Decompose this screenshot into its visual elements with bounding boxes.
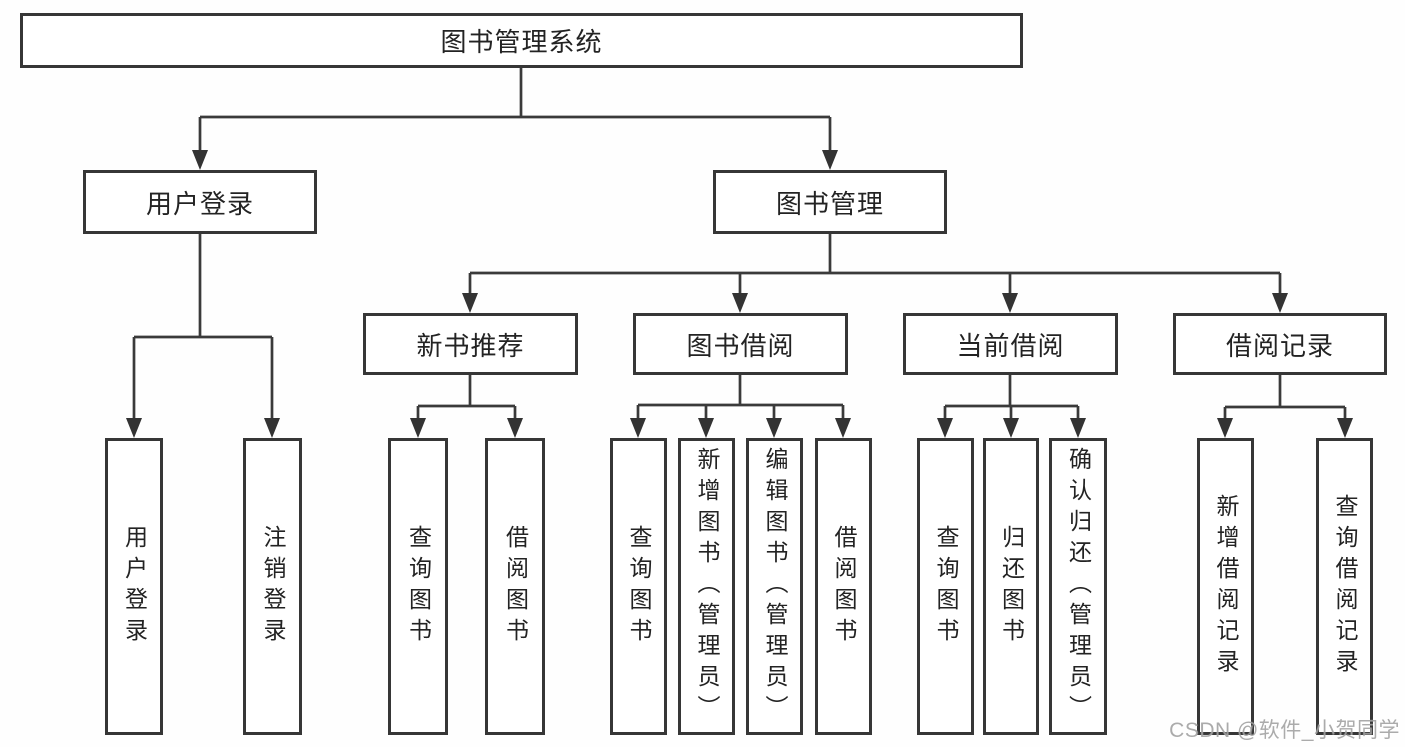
node-label: 新增图书（管理员） — [694, 447, 720, 726]
node-label: 图书管理 — [775, 188, 884, 219]
leaf-edit-books-admin: 编辑图书（管理员） — [746, 438, 803, 735]
arrowheads — [126, 150, 1353, 438]
arrowhead — [1070, 418, 1086, 438]
node-label: 图书管理系统 — [440, 27, 603, 57]
arrowhead — [698, 418, 714, 438]
node-new-book-recommend: 新书推荐 — [363, 313, 578, 375]
node-current-borrowing: 当前借阅 — [903, 313, 1118, 375]
leaf-confirm-return-admin: 确认归还（管理员） — [1049, 438, 1107, 735]
node-label: 新书推荐 — [416, 330, 525, 361]
arrowhead — [822, 150, 838, 170]
node-label: 查询借阅记录 — [1332, 493, 1358, 680]
arrowhead — [507, 418, 523, 438]
node-label: 用户登录 — [145, 188, 254, 219]
node-book-borrowing: 图书借阅 — [633, 313, 848, 375]
arrowhead — [835, 418, 851, 438]
node-label: 查询图书 — [933, 524, 959, 649]
node-root-library-management-system: 图书管理系统 — [20, 13, 1023, 68]
leaf-borrow-books-recommend: 借阅图书 — [485, 438, 545, 735]
node-borrowing-records: 借阅记录 — [1173, 313, 1387, 375]
leaf-user-login: 用户登录 — [105, 438, 163, 735]
node-label: 查询图书 — [626, 524, 652, 649]
node-label: 借阅图书 — [502, 524, 529, 649]
node-label: 用户登录 — [121, 524, 148, 649]
leaf-add-borrow-record: 新增借阅记录 — [1197, 438, 1254, 735]
arrowhead — [937, 418, 953, 438]
arrowhead — [126, 418, 142, 438]
arrowhead — [1002, 293, 1018, 313]
arrowhead — [1003, 418, 1019, 438]
node-label: 新增借阅记录 — [1213, 493, 1239, 680]
arrowhead — [630, 418, 646, 438]
node-label: 归还图书 — [998, 524, 1025, 649]
leaf-query-books-recommend: 查询图书 — [388, 438, 448, 735]
leaf-query-borrow-record: 查询借阅记录 — [1316, 438, 1373, 735]
node-label: 注销登录 — [260, 524, 286, 649]
node-user-login-branch: 用户登录 — [83, 170, 317, 234]
arrowhead — [462, 293, 478, 313]
node-label: 图书借阅 — [686, 330, 795, 361]
csdn-watermark: CSDN @软件_小贺同学 — [1169, 719, 1400, 742]
arrowhead — [766, 418, 782, 438]
arrowhead — [410, 418, 426, 438]
node-book-management-branch: 图书管理 — [713, 170, 947, 234]
connector-lines — [132, 68, 1347, 421]
leaf-logout: 注销登录 — [243, 438, 302, 735]
leaf-query-books-borrowing: 查询图书 — [610, 438, 667, 735]
leaf-borrow-books: 借阅图书 — [815, 438, 872, 735]
arrowhead — [1272, 293, 1288, 313]
leaf-return-books: 归还图书 — [983, 438, 1039, 735]
arrowhead — [264, 418, 280, 438]
node-label: 编辑图书（管理员） — [762, 447, 788, 726]
arrowhead — [192, 150, 208, 170]
arrowhead — [732, 293, 748, 313]
node-label: 查询图书 — [405, 524, 432, 649]
leaf-query-books-current: 查询图书 — [917, 438, 974, 735]
leaf-add-books-admin: 新增图书（管理员） — [678, 438, 735, 735]
arrowhead — [1337, 418, 1353, 438]
node-label: 确认归还（管理员） — [1065, 447, 1092, 726]
node-label: 借阅图书 — [831, 524, 857, 649]
arrowhead — [1217, 418, 1233, 438]
node-label: 当前借阅 — [956, 330, 1065, 361]
node-label: 借阅记录 — [1225, 330, 1334, 361]
